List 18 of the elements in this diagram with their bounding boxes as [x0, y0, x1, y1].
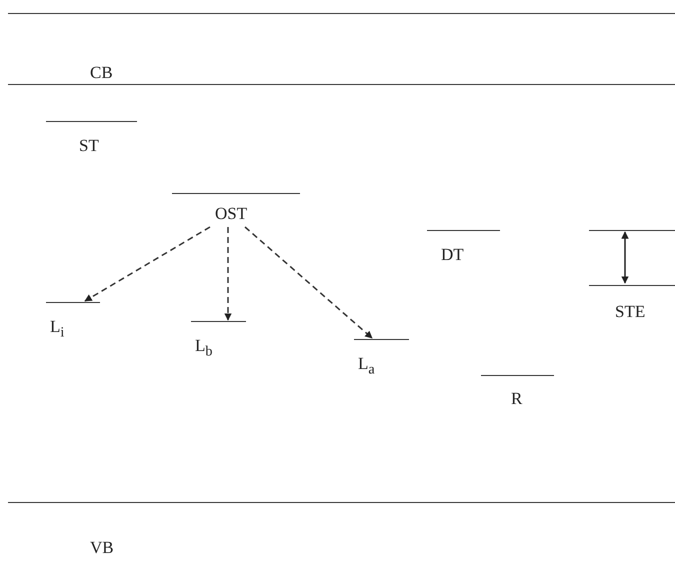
arrow [224, 227, 232, 321]
level-label: L$_{b}$ [195, 337, 212, 359]
energy-level [46, 302, 100, 338]
level-label: L$_{a}$ [358, 355, 375, 377]
level-label: OST [215, 205, 248, 222]
level-label: CB [90, 64, 113, 81]
level-label: STE [615, 303, 646, 320]
level-label: ST [79, 137, 99, 154]
arrow [244, 226, 373, 339]
energy-level [589, 230, 675, 320]
energy-level [354, 339, 409, 375]
level-label: L$_{i}$ [50, 318, 64, 340]
level-label: DT [441, 246, 464, 263]
level-label: VB [90, 539, 114, 556]
energy-level [8, 13, 675, 85]
arrow [84, 226, 210, 302]
energy-level [191, 321, 246, 357]
level-label: R [511, 390, 522, 407]
